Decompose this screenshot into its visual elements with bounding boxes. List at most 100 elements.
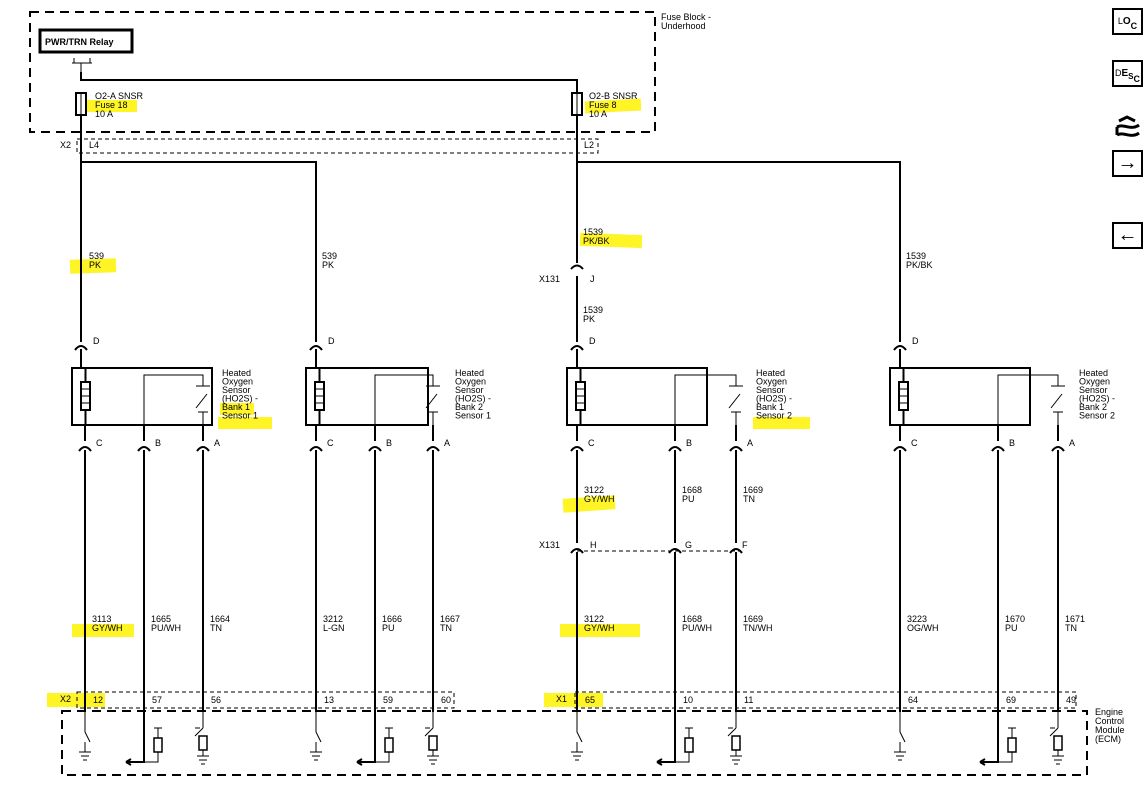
- ground-symbol: [310, 712, 322, 761]
- ecm-pin-11: 11: [744, 695, 753, 705]
- sensor-4-wire-1-color: PU: [1005, 623, 1018, 633]
- sensor-3-label-3: (HO2S) -: [756, 394, 792, 404]
- sensor-1-label-3: (HO2S) -: [222, 394, 258, 404]
- sensor-1-pin-b-symbol: [137, 446, 151, 452]
- sensor-1-pin-b: B: [155, 438, 161, 448]
- ecm-label-1: Engine: [1095, 707, 1123, 717]
- ground-symbol: [730, 750, 742, 765]
- fuse-a-name: O2-A SNSR: [95, 91, 144, 101]
- sensor-2-pin-a-symbol: [426, 446, 440, 452]
- prev-button[interactable]: ←: [1112, 222, 1143, 249]
- sensor-3-pin-c: C: [588, 438, 595, 448]
- fuse-b-rating: 10 A: [589, 109, 607, 119]
- ecm-pin-65: 65: [585, 695, 595, 705]
- s1-feed-circuit: 539: [89, 251, 104, 261]
- sensor-1-wire-2-color: TN: [210, 623, 222, 633]
- sensor-4-wire-2-circuit: 1671: [1065, 614, 1085, 624]
- s1-feed-color: PK: [89, 260, 101, 270]
- sensor-3-box: [566, 367, 708, 426]
- loc-button[interactable]: L O C: [1112, 8, 1143, 35]
- sensor-2-pin-b-symbol: [368, 446, 382, 452]
- sensor-4-label-5: Sensor 2: [1079, 411, 1115, 421]
- sensor-2-pin-c: C: [327, 438, 334, 448]
- x131-pin-g: G: [685, 540, 692, 550]
- sensor-2-wire-1-circuit: 1666: [382, 614, 402, 624]
- ground-symbol: [197, 750, 209, 765]
- arrow-right-icon: →: [1117, 152, 1138, 174]
- ecm-pin-56: 56: [211, 695, 221, 705]
- x131-pin-h: H: [590, 540, 597, 550]
- sensor-3-pin-c-symbol: [570, 446, 584, 452]
- desc-button[interactable]: D E S C: [1112, 60, 1143, 87]
- next-button[interactable]: →: [1112, 150, 1143, 177]
- x131-upper-label: X131: [539, 274, 560, 284]
- ground-symbol: [79, 712, 91, 761]
- relay-label: PWR/TRN Relay: [45, 37, 114, 47]
- connector-icon-button[interactable]: [1112, 112, 1143, 146]
- sensor-2-box: [305, 367, 429, 426]
- x131-lower-cup: [668, 548, 682, 554]
- ecm-pin-49: 49: [1066, 695, 1076, 705]
- heater-driver-resistor: [1053, 735, 1063, 751]
- sensor-2-wire-0-circuit: 3212: [323, 614, 343, 624]
- sensor-1-wire-2-circuit: 1664: [210, 614, 230, 624]
- sensor-4-pin-c: C: [911, 438, 918, 448]
- s3-feed2-color: PK: [583, 314, 595, 324]
- sensor-1-pin-c-symbol: [78, 446, 92, 452]
- sensor-1-label-2: Sensor: [222, 385, 251, 395]
- sensor-2-wire-2-color: TN: [440, 623, 452, 633]
- ecm-pin-12: 12: [93, 695, 103, 705]
- sensor-4-pin-b: B: [1009, 438, 1015, 448]
- sensor-4-wire-0-color: OG/WH: [907, 623, 939, 633]
- sensor-2-wire-2-circuit: 1667: [440, 614, 460, 624]
- ecm-connector-x2: X2: [60, 694, 71, 704]
- reference-resistor: [153, 737, 163, 753]
- fuse-a-rating: 10 A: [95, 109, 113, 119]
- s3-feed-color: PK/BK: [583, 236, 610, 246]
- sensor-1-pin-d: D: [93, 336, 100, 346]
- x131-lower-cup: [729, 548, 743, 554]
- ecm-connector-x1: X1: [556, 694, 567, 704]
- sensor-3-wire-0-color: GY/WH: [584, 494, 615, 504]
- ground-symbol: [427, 750, 439, 765]
- arrow-left-icon: ←: [1117, 224, 1138, 246]
- sensor-1-box: [71, 367, 213, 426]
- s4-feed-circuit: 1539: [906, 251, 926, 261]
- fuse-block-label-2: Underhood: [661, 21, 706, 31]
- fuse-b-number: Fuse 8: [589, 100, 617, 110]
- sensor-3-wire2-1-color: PU/WH: [682, 623, 712, 633]
- sensor-3-pin-d: D: [589, 336, 596, 346]
- sensor-4-label-2: Sensor: [1079, 385, 1108, 395]
- fuse-connector-pin-l4: L4: [89, 140, 99, 150]
- pwr-trn-relay: PWR/TRN Relay: [38, 28, 134, 72]
- fuse-connector-label: X2: [60, 140, 71, 150]
- ecm: X2 X1 Engine Control Module (ECM): [60, 691, 1125, 776]
- sensor-4-pin-d: D: [912, 336, 919, 346]
- x131-pin-f: F: [742, 540, 748, 550]
- fuse-block: Fuse Block - Underhood O2-A SNSR Fuse 18…: [29, 11, 711, 154]
- s2-feed-color: PK: [322, 260, 334, 270]
- sensor-4-label-4: Bank 2: [1079, 402, 1107, 412]
- ecm-label-4: (ECM): [1095, 734, 1121, 744]
- sensor-1-pin-c: C: [96, 438, 103, 448]
- reference-resistor: [384, 737, 394, 753]
- sensor-4-label-0: Heated: [1079, 368, 1108, 378]
- sensor-1-pin-a: A: [214, 438, 220, 448]
- x131-lower-cup: [570, 548, 584, 554]
- fuse-connector-pin-l2: L2: [584, 140, 594, 150]
- sensor-1-wire-1-color: PU/WH: [151, 623, 181, 633]
- sensor-1-label-5: Sensor 1: [222, 411, 258, 421]
- sensor-2-label-1: Oxygen: [455, 377, 486, 387]
- sensor-4-wire-1-circuit: 1670: [1005, 614, 1025, 624]
- fuse-b-name: O2-B SNSR: [589, 91, 638, 101]
- ecm-pin-60: 60: [441, 695, 451, 705]
- ecm-label-2: Control: [1095, 716, 1124, 726]
- sensor-1-label-4: Bank 1: [222, 402, 250, 412]
- sensor-1-wire-0-circuit: 3113: [92, 614, 111, 624]
- sensor-2-label-2: Sensor: [455, 385, 484, 395]
- connector-icon: [1115, 115, 1140, 137]
- sensor-4-pin-b-symbol: [991, 446, 1005, 452]
- sensor-2-label-0: Heated: [455, 368, 484, 378]
